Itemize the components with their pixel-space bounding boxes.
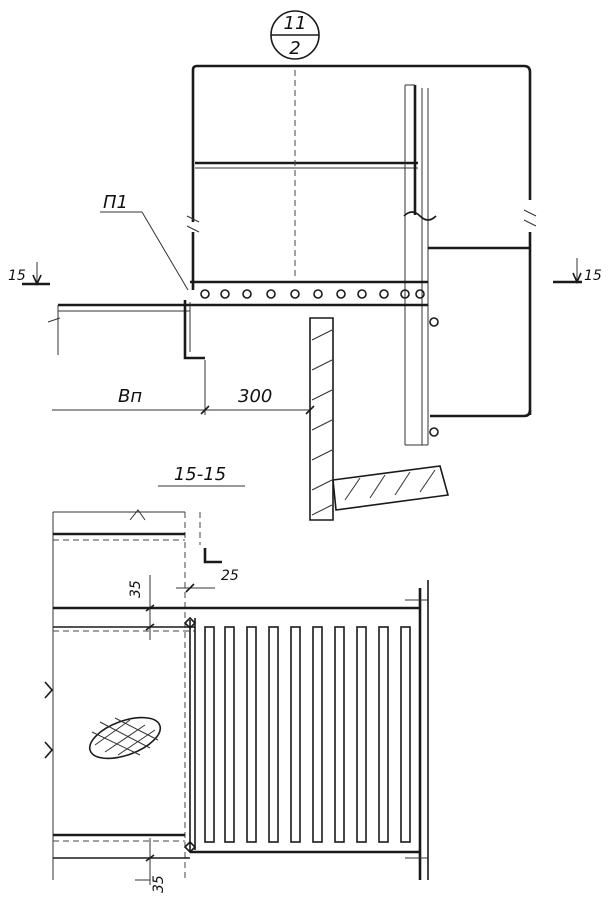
- svg-text:15: 15: [584, 268, 602, 284]
- section-title: 15-15: [174, 464, 226, 485]
- sheet-reference-marker: 11 2: [270, 10, 320, 60]
- dim-25: 25: [221, 568, 239, 584]
- svg-text:15: 15: [8, 268, 26, 284]
- section-mark-right: 15: [553, 258, 602, 284]
- part-label-p1: П1: [100, 192, 189, 291]
- section-mark-left: 15: [8, 262, 50, 286]
- plan-view: [44, 509, 429, 885]
- dim-35-bottom: 35: [151, 875, 167, 893]
- section-15-15: 15-15: [158, 464, 245, 487]
- dimension-bn-300: Bп 300: [52, 360, 315, 415]
- dim-bn: Bп: [118, 386, 142, 407]
- sheet-ref-bottom: 2: [289, 38, 300, 59]
- dim-300: 300: [238, 386, 272, 407]
- wall-section: [309, 317, 450, 521]
- part-mark-text: П1: [103, 192, 128, 213]
- floor-slab: [47, 280, 428, 360]
- sheet-ref-top: 11: [284, 13, 307, 34]
- upper-frame: [186, 64, 537, 446]
- dim-35-top: 35: [128, 580, 144, 598]
